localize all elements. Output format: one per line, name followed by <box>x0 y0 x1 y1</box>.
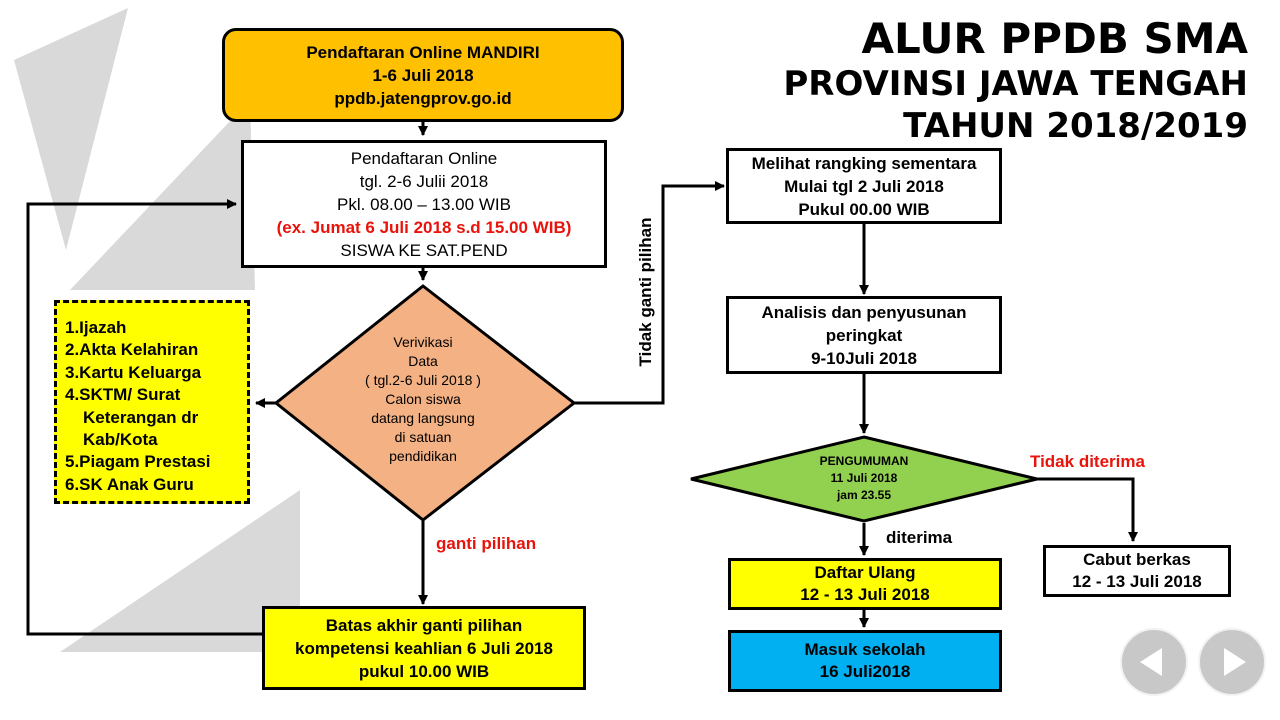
label-tidak-ganti-pilihan: Tidak ganti pilihan <box>636 217 655 367</box>
analisis-date: 9-10Juli 2018 <box>811 348 917 368</box>
background-triangles <box>14 8 300 652</box>
analisis-title: Analisis dan penyusunan <box>761 302 967 322</box>
daftar-ulang-title: Daftar Ulang <box>814 563 916 582</box>
mandiri-title: Pendaftaran Online MANDIRI <box>306 42 540 62</box>
document-item: Keterangan dr <box>83 407 199 427</box>
triangle-left-icon <box>1140 648 1162 676</box>
online-exception: (ex. Jumat 6 Juli 2018 s.d 15.00 WIB) <box>276 217 572 237</box>
document-item: 2.Akta Kelahiran <box>65 340 199 360</box>
step-batas-akhir: Batas akhir ganti pilihan kompetensi kea… <box>262 606 586 690</box>
page-title: ALUR PPDB SMA <box>861 14 1248 63</box>
step-masuk-sekolah: Masuk sekolah 16 Juli2018 <box>728 630 1002 692</box>
pengumuman-text: PENGUMUMAN 11 Juli 2018 jam 23.55 <box>784 453 944 504</box>
pengumuman-diamond <box>690 435 1038 523</box>
step-daftar-ulang: Daftar Ulang 12 - 13 Juli 2018 <box>728 558 1002 610</box>
page-subtitle-year: TAHUN 2018/2019 <box>903 106 1248 146</box>
online-time: Pkl. 08.00 – 13.00 WIB <box>337 194 511 214</box>
document-item: 4.SKTM/ Surat <box>65 385 181 405</box>
step-mandiri: Pendaftaran Online MANDIRI 1-6 Juli 2018… <box>222 28 624 122</box>
document-item: 3.Kartu Keluarga <box>65 362 202 382</box>
step-ranking-sementara: Melihat rangking sementara Mulai tgl 2 J… <box>726 148 1002 224</box>
ranking-date: Mulai tgl 2 Juli 2018 <box>784 176 944 196</box>
verifikasi-line: Data <box>408 353 438 369</box>
verifikasi-line: datang langsung <box>371 410 475 426</box>
verifikasi-diamond <box>273 284 577 522</box>
step-analisis: Analisis dan penyusunan peringkat 9-10Ju… <box>726 296 1002 374</box>
document-item: 1.Ijazah <box>65 318 127 337</box>
document-item: 5.Piagam Prestasi <box>65 452 211 472</box>
step-cabut-berkas: Cabut berkas 12 - 13 Juli 2018 <box>1043 545 1231 597</box>
pengumuman-line: PENGUMUMAN <box>819 454 909 468</box>
label-tidak-diterima: Tidak diterima <box>1030 452 1145 471</box>
next-slide-button[interactable] <box>1198 628 1266 696</box>
ranking-time: Pukul 00.00 WIB <box>798 199 930 219</box>
online-target: SISWA KE SAT.PEND <box>340 240 508 260</box>
verifikasi-line: Calon siswa <box>385 391 461 407</box>
triangle-right-icon <box>1224 648 1246 676</box>
label-diterima: diterima <box>886 528 953 547</box>
verifikasi-line: di satuan <box>394 429 452 445</box>
online-date: tgl. 2-6 Julii 2018 <box>359 171 489 191</box>
batas-date: kompetensi keahlian 6 Juli 2018 <box>295 638 553 658</box>
label-ganti-pilihan: ganti pilihan <box>436 534 537 553</box>
verifikasi-line: ( tgl.2-6 Juli 2018 ) <box>365 372 481 388</box>
page-subtitle-province: PROVINSI JAWA TENGAH <box>783 64 1248 104</box>
required-documents-list: 1.Ijazah 2.Akta Kelahiran 3.Kartu Keluar… <box>54 300 250 504</box>
masuk-title: Masuk sekolah <box>804 640 926 659</box>
verifikasi-line: pendidikan <box>389 448 457 464</box>
mandiri-date: 1-6 Juli 2018 <box>372 65 474 85</box>
cabut-date: 12 - 13 Juli 2018 <box>1072 572 1202 591</box>
daftar-ulang-date: 12 - 13 Juli 2018 <box>800 585 930 604</box>
document-item: 6.SK Anak Guru <box>65 474 194 494</box>
verifikasi-text: Verivikasi Data ( tgl.2-6 Juli 2018 ) Ca… <box>340 333 506 466</box>
pengumuman-line: jam 23.55 <box>836 488 892 502</box>
verifikasi-line: Verivikasi <box>393 334 453 350</box>
mandiri-url: ppdb.jatengprov.go.id <box>334 88 512 108</box>
batas-title: Batas akhir ganti pilihan <box>325 615 523 635</box>
batas-time: pukul 10.00 WIB <box>358 661 490 681</box>
step-pendaftaran-online: Pendaftaran Online tgl. 2-6 Julii 2018 P… <box>241 140 607 268</box>
online-title: Pendaftaran Online <box>350 148 498 168</box>
previous-slide-button[interactable] <box>1120 628 1188 696</box>
document-item: Kab/Kota <box>83 430 158 450</box>
masuk-date: 16 Juli2018 <box>819 662 911 681</box>
cabut-title: Cabut berkas <box>1083 550 1191 569</box>
analisis-subtitle: peringkat <box>825 325 903 345</box>
ranking-title: Melihat rangking sementara <box>751 153 977 173</box>
pengumuman-line: 11 Juli 2018 <box>830 471 898 485</box>
